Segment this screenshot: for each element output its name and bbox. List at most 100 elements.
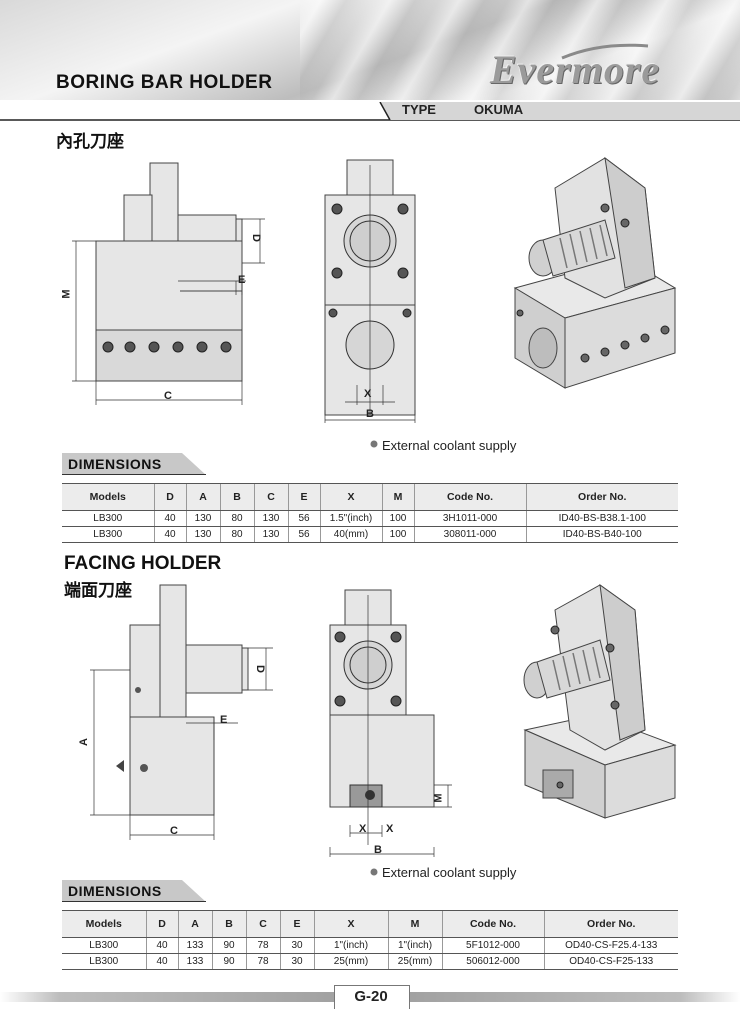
- facing-side-view: [90, 584, 273, 840]
- type-label: TYPE: [402, 102, 436, 117]
- facing-dimensions-tab-bg: [62, 880, 206, 902]
- table-cell: 30: [279, 953, 314, 970]
- header-b: B: [219, 483, 254, 511]
- facing-label-x2: X: [386, 823, 394, 835]
- table-cell: 130: [185, 510, 220, 527]
- header-b: B: [211, 910, 246, 938]
- table-cell: OD40-CS-F25.4-133: [543, 937, 678, 954]
- table-row: LB300 40 133 90 78 30 1"(inch) 1"(inch) …: [62, 937, 678, 954]
- header-a: A: [177, 910, 212, 938]
- header-e: E: [279, 910, 314, 938]
- type-bar: [0, 102, 740, 121]
- boring-side-view: [72, 162, 265, 405]
- facing-label-e: E: [220, 714, 228, 726]
- facing-label-m: M: [432, 793, 445, 803]
- boring-label-e: E: [238, 274, 246, 286]
- table-cell: 40: [145, 953, 178, 970]
- table-cell: 40: [153, 526, 186, 543]
- boring-dimensions-tab-bg: [62, 453, 206, 475]
- facing-label-x1: X: [359, 823, 367, 835]
- table-row: LB300 40 133 90 78 30 25(mm) 25(mm) 5060…: [62, 953, 678, 970]
- header-streaks: [300, 0, 740, 100]
- boring-dimensions-table: Models D A B C E X M Code No. Order No. …: [62, 483, 678, 543]
- table-cell: 25(mm): [313, 953, 388, 970]
- table-cell: LB300: [62, 937, 146, 954]
- table-cell: 56: [287, 510, 320, 527]
- table-cell: OD40-CS-F25-133: [543, 953, 678, 970]
- table-cell: 308011-000: [413, 526, 526, 543]
- header-c: C: [253, 483, 288, 511]
- table-cell: 506012-000: [441, 953, 544, 970]
- facing-label-a: A: [77, 738, 90, 746]
- page-number-box: [334, 985, 410, 1009]
- header-m: M: [387, 910, 442, 938]
- table-row: LB300 40 130 80 130 56 1.5"(inch) 100 3H…: [62, 510, 678, 527]
- header-order-no: Order No.: [525, 483, 678, 511]
- table-cell: 5F1012-000: [441, 937, 544, 954]
- table-cell: ID40-BS-B38.1-100: [525, 510, 678, 527]
- table-cell: 100: [381, 510, 414, 527]
- boring-note: External coolant supply: [382, 438, 517, 453]
- table-cell: LB300: [62, 510, 154, 527]
- header-models: Models: [62, 483, 154, 511]
- boring-dimensions-tab: DIMENSIONS: [68, 456, 162, 472]
- table-cell: 1.5"(inch): [319, 510, 382, 527]
- page-title: BORING BAR HOLDER: [56, 72, 273, 93]
- header-code-no: Code No.: [441, 910, 544, 938]
- facing-cn-title: 端面刀座: [64, 581, 132, 600]
- header-m: M: [381, 483, 414, 511]
- table-header-row: Models D A B C E X M Code No. Order No.: [62, 483, 678, 511]
- table-cell: 100: [381, 526, 414, 543]
- table-cell: 130: [253, 526, 288, 543]
- table-cell: LB300: [62, 526, 154, 543]
- facing-note: External coolant supply: [382, 865, 517, 880]
- page-number: G-20: [354, 988, 388, 1005]
- facing-title: FACING HOLDER: [64, 553, 222, 574]
- table-cell: 3H1011-000: [413, 510, 526, 527]
- header-a: A: [185, 483, 220, 511]
- boring-label-d: D: [249, 234, 262, 242]
- header-e: E: [287, 483, 320, 511]
- table-cell: 40: [153, 510, 186, 527]
- table-cell: 80: [219, 526, 254, 543]
- boring-cn-title: 內孔刀座: [56, 132, 124, 151]
- header-d: D: [145, 910, 178, 938]
- boring-label-c: C: [164, 390, 172, 402]
- table-cell: 78: [245, 937, 280, 954]
- facing-3d-render: [523, 583, 677, 819]
- header-models: Models: [62, 910, 146, 938]
- table-cell: 130: [253, 510, 288, 527]
- header-c: C: [245, 910, 280, 938]
- header-x: X: [313, 910, 388, 938]
- table-header-row: Models D A B C E X M Code No. Order No.: [62, 910, 678, 938]
- table-cell: 90: [211, 937, 246, 954]
- table-cell: 130: [185, 526, 220, 543]
- brand-swoosh-icon: [561, 43, 649, 60]
- table-cell: LB300: [62, 953, 146, 970]
- table-cell: 1"(inch): [387, 937, 442, 954]
- boring-label-m: M: [60, 289, 73, 299]
- table-cell: 40(mm): [319, 526, 382, 543]
- facing-label-c: C: [170, 825, 178, 837]
- brand-logo: Evermore: [490, 47, 661, 92]
- header-x: X: [319, 483, 382, 511]
- table-cell: 25(mm): [387, 953, 442, 970]
- table-row: LB300 40 130 80 130 56 40(mm) 100 308011…: [62, 526, 678, 543]
- boring-label-b: B: [366, 408, 374, 420]
- header-d: D: [153, 483, 186, 511]
- bullet-icon: [370, 440, 378, 448]
- table-cell: 1"(inch): [313, 937, 388, 954]
- boring-front-view: [324, 159, 416, 423]
- table-cell: 133: [177, 953, 212, 970]
- facing-dimensions-table: Models D A B C E X M Code No. Order No. …: [62, 910, 678, 970]
- boring-3d-render: [513, 156, 677, 389]
- table-cell: 90: [211, 953, 246, 970]
- boring-label-x: X: [364, 388, 372, 400]
- header-order-no: Order No.: [543, 910, 678, 938]
- table-cell: 56: [287, 526, 320, 543]
- table-cell: 78: [245, 953, 280, 970]
- table-cell: 30: [279, 937, 314, 954]
- facing-front-view: [329, 589, 452, 857]
- facing-dimensions-tab: DIMENSIONS: [68, 883, 162, 899]
- type-value: OKUMA: [474, 102, 524, 117]
